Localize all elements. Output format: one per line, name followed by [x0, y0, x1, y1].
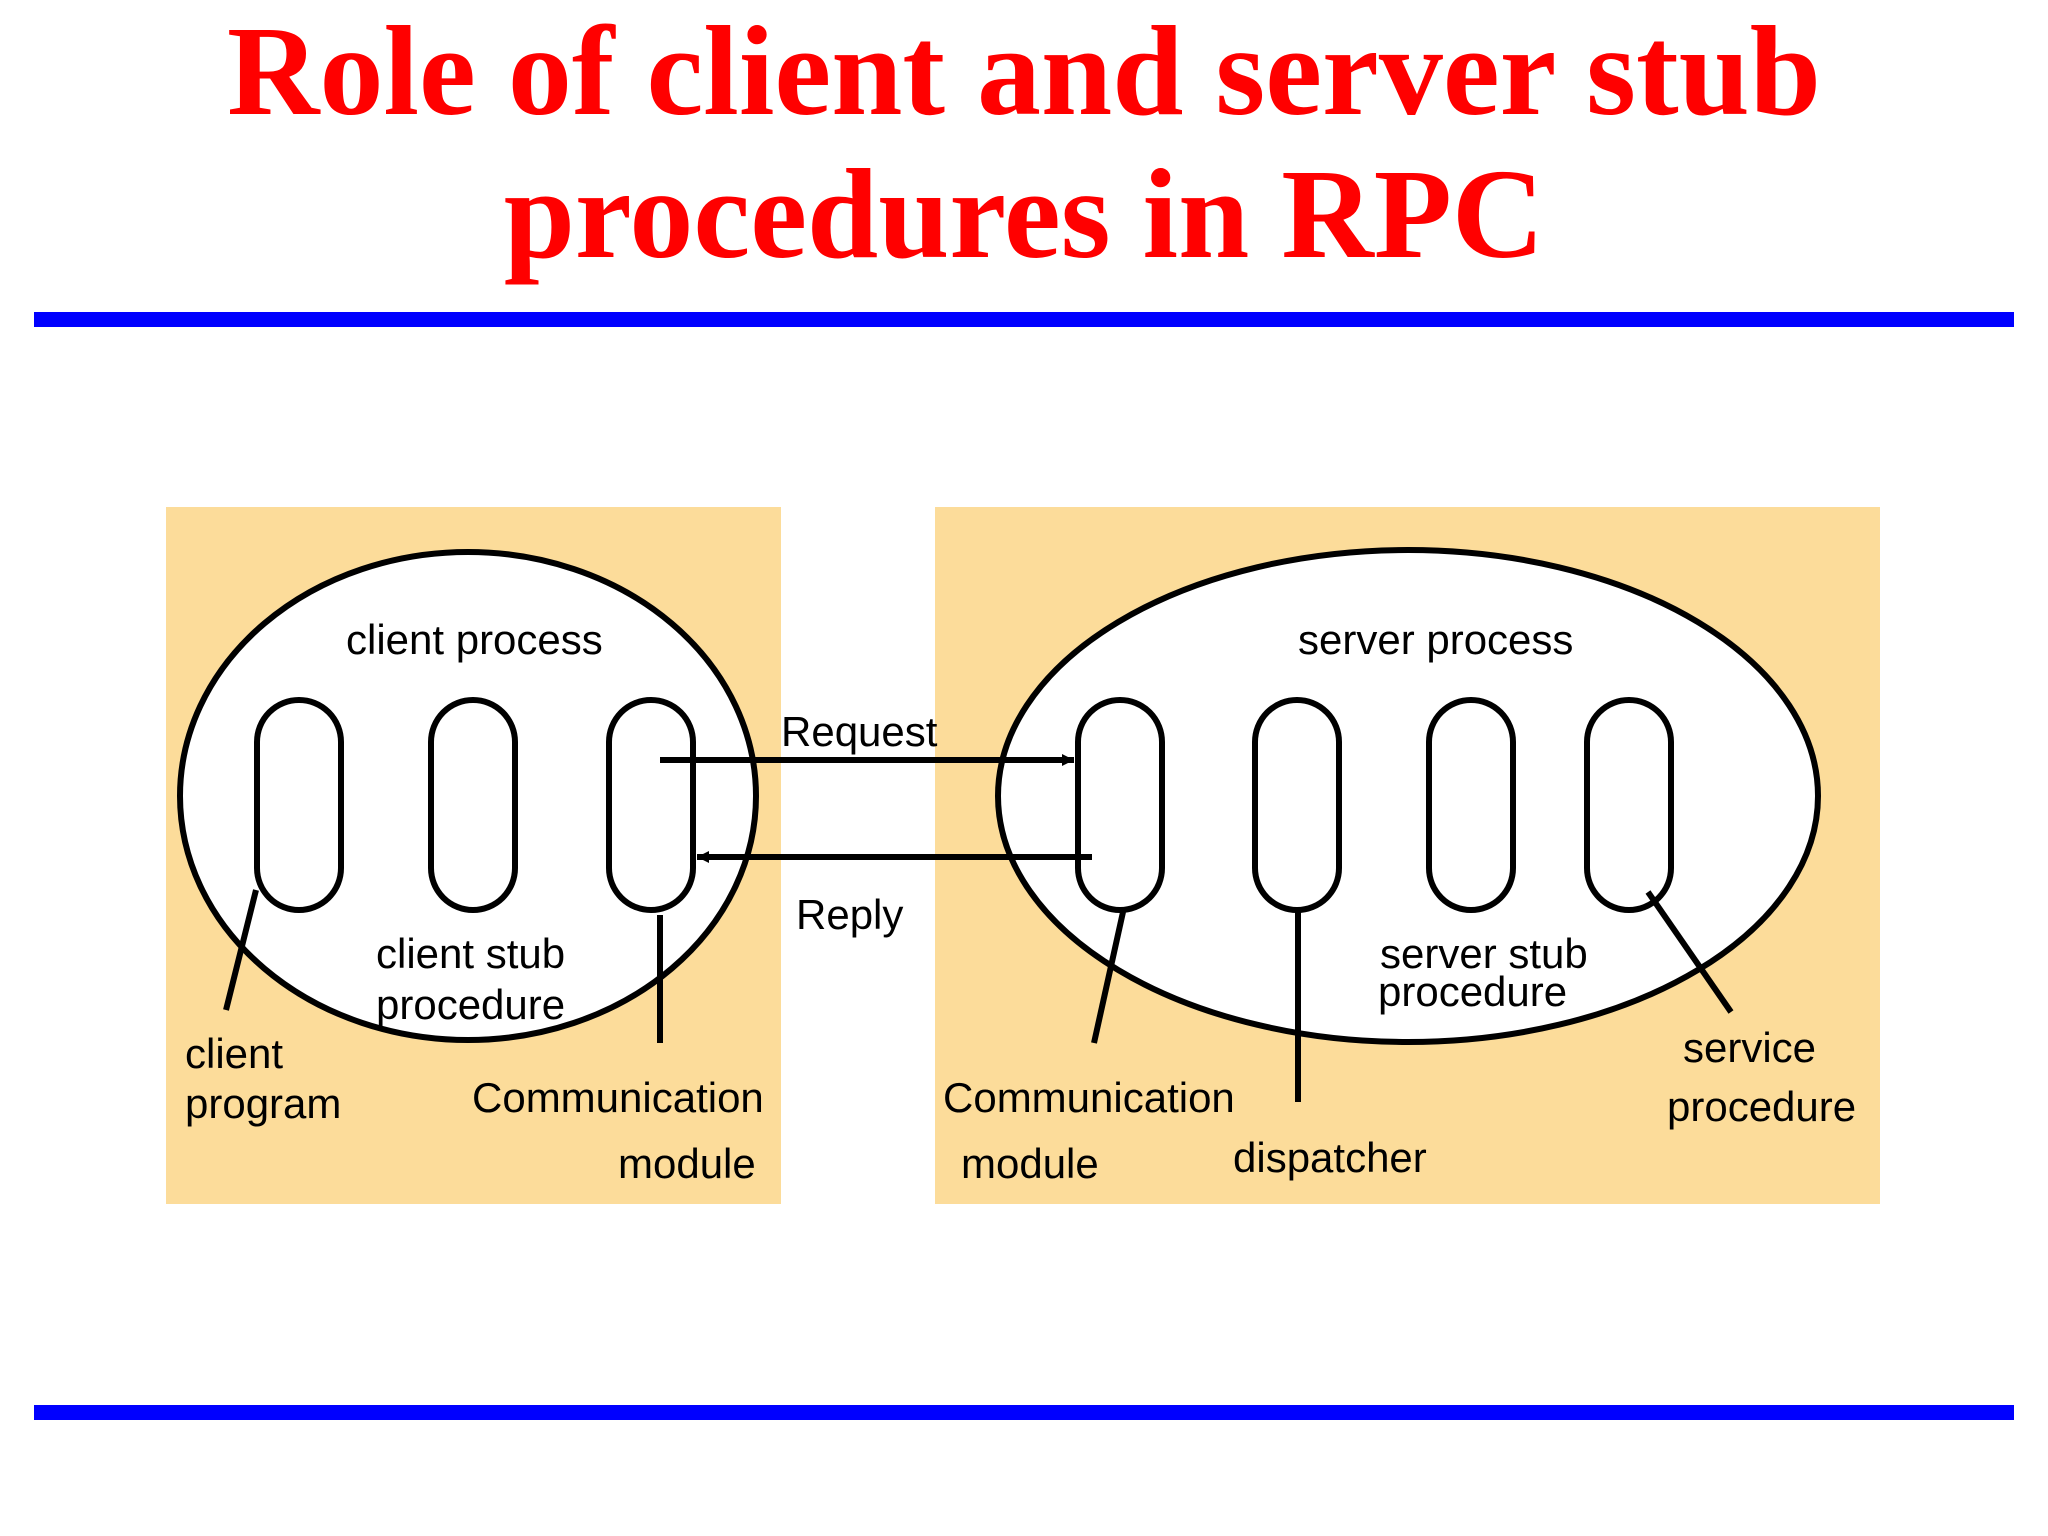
dispatcher-capsule	[1252, 697, 1342, 913]
client-communication-label-line-2: module	[618, 1140, 756, 1187]
service-procedure-label-line-1: service	[1683, 1024, 1816, 1071]
client-program-label-line-1: client	[185, 1030, 283, 1077]
server-stub-capsule	[1426, 697, 1516, 913]
page-title-line-2: procedures in RPC	[503, 143, 1545, 285]
service-procedure-capsule	[1584, 697, 1674, 913]
client-program-capsule	[254, 697, 344, 913]
service-procedure-label-line-2: procedure	[1667, 1083, 1856, 1130]
page-title-line-1: Role of client and server stub	[227, 0, 1821, 142]
server-communication-callout-line	[1091, 911, 1126, 1044]
server-communication-label-line-1: Communication	[943, 1074, 1235, 1121]
server-process-ellipse	[995, 547, 1821, 1045]
server-process-label: server process	[1298, 616, 1573, 663]
top-divider	[34, 312, 2014, 327]
server-communication-label-line-2: module	[961, 1140, 1099, 1187]
client-process-label: client process	[346, 616, 603, 663]
bottom-divider	[34, 1405, 2014, 1420]
server-stub-label-line-1: server stub	[1380, 930, 1588, 977]
client-stub-label-line-2: procedure	[376, 981, 565, 1028]
request-label: Request	[781, 708, 938, 755]
page-title: Role of client and server stub procedure…	[0, 0, 2048, 286]
reply-label: Reply	[796, 891, 903, 938]
client-stub-label-line-1: client stub	[376, 930, 565, 977]
client-communication-capsule	[606, 697, 696, 913]
server-communication-capsule	[1075, 697, 1165, 913]
client-program-label-line-2: program	[185, 1080, 341, 1127]
dispatcher-label: dispatcher	[1233, 1134, 1427, 1181]
client-stub-capsule	[428, 697, 518, 913]
server-stub-label-line-2: procedure	[1378, 968, 1567, 1015]
client-program-callout-line	[223, 889, 259, 1011]
client-communication-label-line-1: Communication	[472, 1074, 764, 1121]
service-procedure-callout-line	[1645, 890, 1734, 1014]
